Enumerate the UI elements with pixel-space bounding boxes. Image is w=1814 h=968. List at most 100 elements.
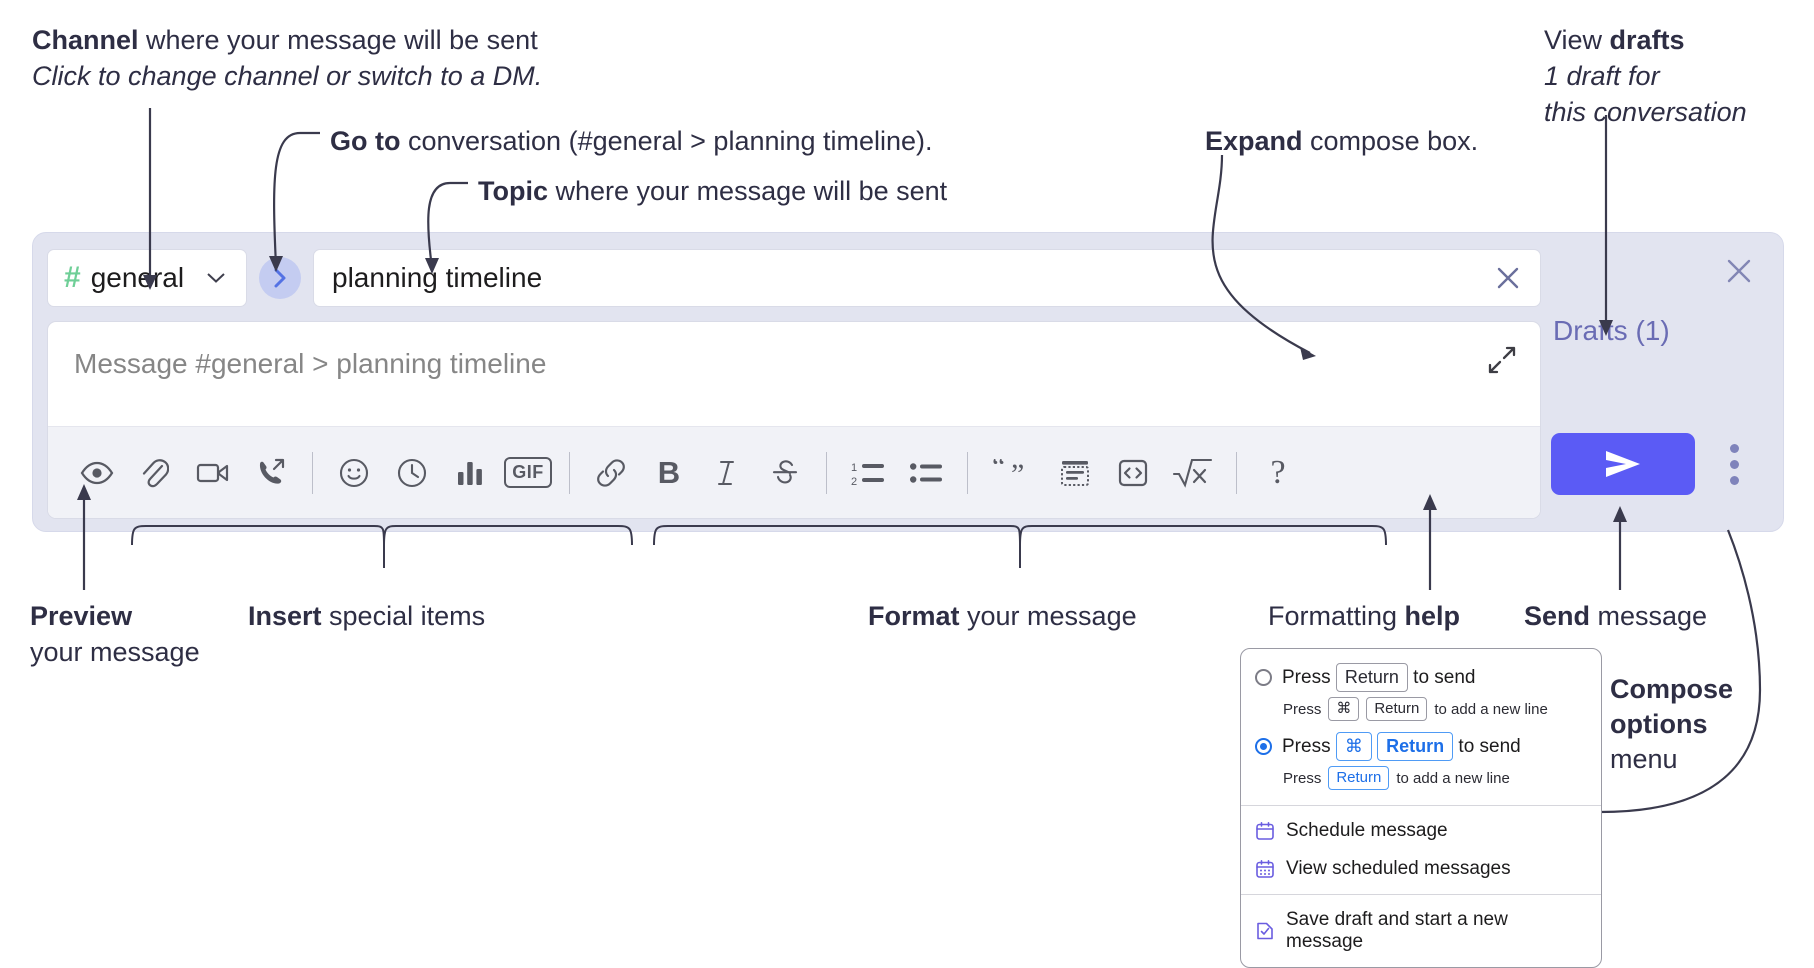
- help-icon[interactable]: ?: [1249, 444, 1307, 502]
- topic-input[interactable]: planning timeline: [332, 262, 543, 293]
- toolbar-divider: [967, 451, 968, 494]
- toolbar-divider: [312, 451, 313, 494]
- clock-icon[interactable]: [383, 444, 441, 502]
- menu-item-schedule-message[interactable]: Schedule message: [1241, 812, 1601, 850]
- drafts-link[interactable]: Drafts (1): [1553, 315, 1670, 346]
- menu-item-label: Schedule message: [1286, 819, 1448, 841]
- emoji-icon[interactable]: [325, 444, 383, 502]
- message-input-area[interactable]: Message #general > planning timeline: [48, 322, 1540, 426]
- expand-compose-icon[interactable]: [1482, 340, 1522, 380]
- poll-icon[interactable]: [441, 444, 499, 502]
- kebab-dot: [1729, 459, 1739, 469]
- blockquote-icon[interactable]: “ ”: [980, 444, 1046, 502]
- go-to-conversation-button[interactable]: [259, 257, 301, 299]
- compose-options-menu: Press Return to send Press ⌘ Return to a…: [1240, 648, 1602, 968]
- send-shortcut-options: Press Return to send Press ⌘ Return to a…: [1241, 649, 1601, 805]
- kebab-dot: [1729, 443, 1739, 453]
- topic-field[interactable]: planning timeline: [313, 249, 1541, 307]
- menu-divider: [1241, 804, 1601, 806]
- opt2-help-pre: Press: [1283, 769, 1322, 787]
- toolbar-divider: [1236, 451, 1237, 494]
- opt1-pre: Press: [1282, 667, 1331, 688]
- annotation-topic: Topic where your message will be sent: [478, 173, 947, 209]
- code-block-icon[interactable]: [1046, 444, 1104, 502]
- bold-icon[interactable]: B: [640, 444, 698, 502]
- annotation-expand-rest: compose box.: [1302, 126, 1479, 156]
- annotation-insert: Insert special items: [248, 598, 485, 634]
- channel-selector[interactable]: # general: [47, 249, 247, 307]
- compose-header-row: # general planning timeline: [47, 247, 1541, 309]
- toolbar-divider: [569, 451, 570, 494]
- opt2-pre: Press: [1282, 735, 1331, 757]
- annotation-compose-bold2: options: [1610, 709, 1708, 740]
- annotation-channel-bold: Channel: [32, 25, 139, 55]
- video-icon[interactable]: [184, 444, 242, 502]
- math-icon[interactable]: [1162, 444, 1224, 502]
- opt1-help-key-cmd: ⌘: [1328, 697, 1360, 721]
- annotation-compose-options: Compose options menu: [1610, 672, 1733, 777]
- call-icon[interactable]: [242, 444, 300, 502]
- svg-text:“: “: [992, 459, 1005, 483]
- send-arrow-icon: [1606, 451, 1640, 477]
- attachment-icon[interactable]: [126, 444, 184, 502]
- opt1-help-key-return: Return: [1366, 697, 1428, 721]
- annotation-help-pre: Formatting: [1268, 601, 1405, 631]
- opt2-key-return: Return: [1377, 731, 1454, 762]
- chevron-down-icon: [206, 269, 226, 288]
- compose-side-rail: Drafts (1): [1539, 233, 1783, 533]
- hash-icon: #: [64, 261, 81, 294]
- annotation-compose-rest: menu: [1610, 744, 1678, 775]
- formatting-toolbar: GIF B: [48, 426, 1540, 518]
- opt2-key-cmd: ⌘: [1335, 731, 1372, 762]
- toolbar-divider: [826, 451, 827, 494]
- message-input-placeholder: Message #general > planning timeline: [74, 348, 547, 379]
- message-editor[interactable]: Message #general > planning timeline: [47, 321, 1541, 519]
- svg-text:1: 1: [851, 462, 857, 474]
- opt1-post: to send: [1413, 667, 1476, 688]
- view-scheduled-calendar-icon: [1255, 859, 1275, 879]
- send-button[interactable]: [1551, 433, 1695, 495]
- clear-topic-icon[interactable]: [1484, 254, 1532, 302]
- opt1-help-pre: Press: [1283, 700, 1322, 718]
- italic-icon[interactable]: [698, 444, 756, 502]
- link-icon[interactable]: [582, 444, 640, 502]
- help-label: ?: [1270, 453, 1286, 491]
- opt1-help-post: to add a new line: [1434, 700, 1548, 718]
- menu-item-view-scheduled-messages[interactable]: View scheduled messages: [1241, 850, 1601, 888]
- gif-label: GIF: [504, 457, 552, 488]
- annotation-preview-bold: Preview: [30, 601, 133, 631]
- menu-option-return-to-send[interactable]: Press Return to send: [1255, 661, 1587, 694]
- ordered-list-icon[interactable]: 1 2: [839, 444, 897, 502]
- strikethrough-icon[interactable]: [756, 444, 814, 502]
- preview-icon[interactable]: [68, 444, 126, 502]
- annotation-send: Send message: [1524, 598, 1707, 634]
- annotation-format-bold: Format: [868, 601, 960, 631]
- gif-icon[interactable]: GIF: [499, 444, 557, 502]
- annotation-preview-sub: your message: [30, 637, 200, 668]
- bulleted-list-icon[interactable]: [897, 444, 955, 502]
- annotation-insert-bold: Insert: [248, 601, 322, 631]
- opt2-post: to send: [1458, 735, 1521, 757]
- save-draft-icon: [1255, 921, 1275, 941]
- annotation-formatting-help: Formatting help: [1268, 598, 1460, 634]
- menu-item-label: View scheduled messages: [1286, 857, 1511, 879]
- annotation-channel-sub: Click to change channel or switch to a D…: [32, 61, 543, 92]
- radio-cmd-return-to-send[interactable]: [1255, 738, 1272, 756]
- radio-return-to-send[interactable]: [1255, 669, 1272, 687]
- opt2-help-key-return: Return: [1328, 766, 1390, 790]
- annotation-expand: Expand compose box.: [1205, 123, 1478, 159]
- annotation-channel: Channel where your message will be sent …: [32, 22, 542, 94]
- menu-item-save-draft[interactable]: Save draft and start a new message: [1241, 901, 1601, 961]
- annotation-format-rest: your message: [959, 601, 1137, 631]
- bold-label: B: [657, 454, 681, 490]
- menu-option-cmd-return-to-send[interactable]: Press ⌘ Return to send: [1255, 730, 1587, 763]
- annotation-drafts-sub1: 1 draft for: [1544, 61, 1660, 92]
- compose-box: # general planning timeline Message #gen…: [32, 232, 1784, 532]
- draft-group: Save draft and start a new message: [1241, 895, 1601, 967]
- annotation-goto: Go to conversation (#general > planning …: [330, 123, 933, 159]
- annotation-topic-bold: Topic: [478, 176, 548, 206]
- compose-options-button[interactable]: [1717, 439, 1751, 489]
- close-icon[interactable]: [1717, 249, 1761, 293]
- annotation-expand-bold: Expand: [1205, 126, 1303, 156]
- code-icon[interactable]: [1104, 444, 1162, 502]
